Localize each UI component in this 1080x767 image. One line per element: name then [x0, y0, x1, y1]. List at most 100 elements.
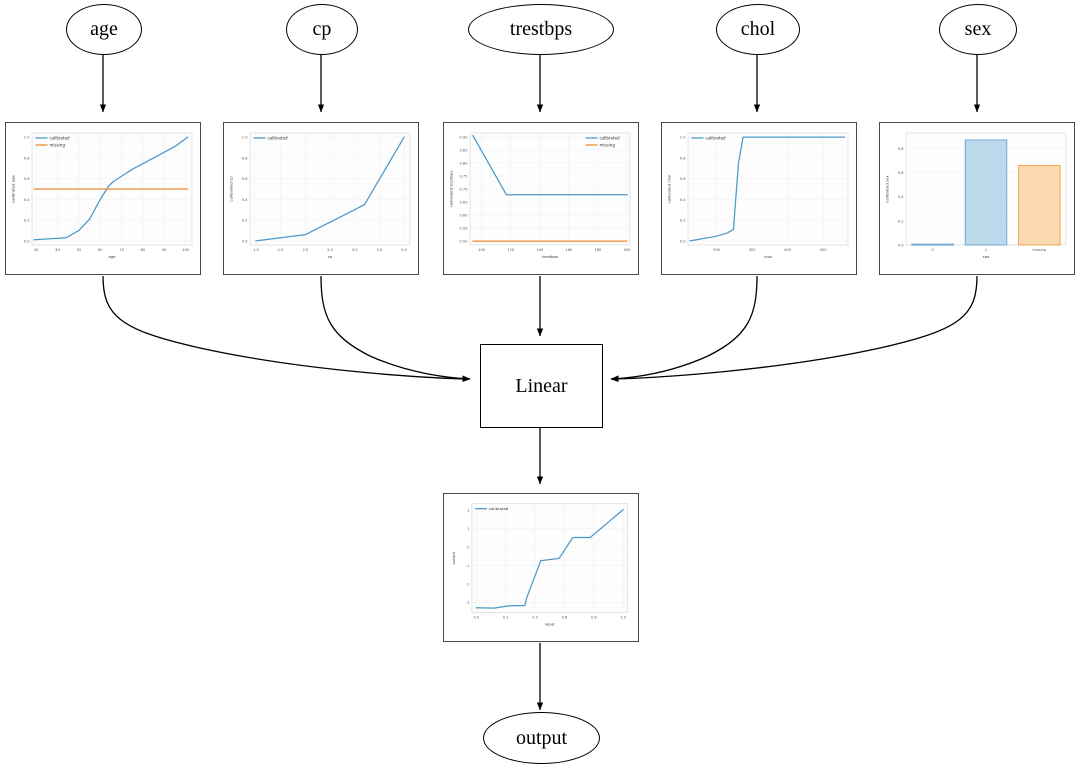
svg-text:missing: missing: [50, 143, 66, 148]
svg-text:0.6: 0.6: [24, 177, 30, 181]
node-sex[interactable]: sex: [939, 4, 1017, 55]
svg-text:-3: -3: [466, 601, 470, 605]
svg-text:1.0: 1.0: [24, 136, 30, 140]
svg-text:0.8: 0.8: [242, 156, 248, 160]
node-age[interactable]: age: [66, 4, 142, 55]
svg-text:160: 160: [565, 248, 573, 252]
svg-text:0.50: 0.50: [459, 239, 468, 243]
svg-text:180: 180: [595, 248, 603, 252]
svg-text:100: 100: [182, 248, 190, 252]
edge-cholplot-to-linear: [610, 275, 758, 382]
svg-text:0.60: 0.60: [459, 213, 468, 217]
svg-text:calibrated cp: calibrated cp: [229, 176, 234, 202]
svg-text:100: 100: [478, 248, 486, 252]
svg-text:0.6: 0.6: [242, 177, 248, 181]
svg-text:0.4: 0.4: [24, 198, 30, 202]
svg-text:0.2: 0.2: [242, 219, 248, 223]
svg-text:300: 300: [749, 248, 757, 252]
svg-text:calibrated age: calibrated age: [11, 174, 16, 203]
svg-text:missing: missing: [1032, 248, 1046, 252]
svg-text:120: 120: [507, 248, 515, 252]
svg-text:0.4: 0.4: [898, 195, 904, 199]
svg-text:0.6: 0.6: [898, 171, 904, 175]
edge-sexplot-to-linear: [610, 275, 978, 383]
edge-cpplot-to-linear: [320, 275, 471, 382]
svg-text:0.8: 0.8: [591, 616, 597, 620]
svg-text:0.8: 0.8: [680, 156, 686, 160]
node-trestbps[interactable]: trestbps: [468, 4, 614, 55]
node-chol-label: chol: [740, 18, 776, 40]
svg-text:3.5: 3.5: [377, 248, 383, 252]
svg-text:calibrated chol: calibrated chol: [667, 175, 672, 204]
svg-text:400: 400: [784, 248, 792, 252]
svg-text:calibrated: calibrated: [706, 136, 727, 141]
svg-text:age: age: [108, 254, 116, 259]
svg-text:missing: missing: [600, 143, 616, 148]
linear-node[interactable]: Linear: [480, 344, 603, 428]
svg-text:0.0: 0.0: [473, 616, 479, 620]
svg-text:trestbps: trestbps: [542, 254, 558, 259]
svg-text:0.85: 0.85: [459, 148, 467, 152]
svg-text:0.65: 0.65: [459, 200, 467, 204]
svg-text:0.90: 0.90: [459, 135, 468, 139]
svg-text:0.4: 0.4: [532, 616, 538, 620]
svg-text:0.8: 0.8: [898, 147, 904, 151]
svg-text:30: 30: [34, 248, 39, 252]
svg-text:90: 90: [162, 248, 167, 252]
node-trestbps-label: trestbps: [509, 18, 573, 40]
svg-text:0.75: 0.75: [459, 174, 467, 178]
svg-text:0.70: 0.70: [459, 187, 468, 191]
svg-text:0.4: 0.4: [680, 198, 686, 202]
svg-text:2: 2: [467, 509, 469, 513]
svg-text:calibrated: calibrated: [489, 506, 509, 511]
node-output[interactable]: output: [483, 712, 600, 764]
svg-text:0.0: 0.0: [242, 239, 248, 243]
svg-text:0.8: 0.8: [24, 156, 30, 160]
svg-text:500: 500: [820, 248, 828, 252]
svg-text:-1: -1: [466, 564, 470, 568]
edge-ageplot-to-linear: [102, 275, 471, 383]
svg-text:0.6: 0.6: [562, 616, 568, 620]
svg-text:1: 1: [467, 527, 469, 531]
svg-text:-2: -2: [466, 582, 470, 586]
svg-text:50: 50: [77, 248, 82, 252]
node-sex-label: sex: [964, 18, 992, 40]
svg-text:1: 1: [985, 248, 987, 252]
svg-text:2.5: 2.5: [327, 248, 333, 252]
svg-text:0: 0: [467, 546, 469, 550]
svg-text:0.0: 0.0: [24, 239, 30, 243]
svg-text:40: 40: [55, 248, 60, 252]
svg-text:0.0: 0.0: [898, 243, 904, 247]
node-cp[interactable]: cp: [286, 4, 358, 55]
svg-text:1.0: 1.0: [680, 136, 686, 140]
svg-text:60: 60: [98, 248, 103, 252]
svg-text:1.5: 1.5: [278, 248, 284, 252]
svg-text:1.0: 1.0: [242, 136, 248, 140]
node-age-label: age: [90, 18, 118, 40]
svg-text:4.0: 4.0: [401, 248, 407, 252]
svg-text:sex: sex: [983, 254, 990, 259]
svg-text:80: 80: [141, 248, 146, 252]
node-cp-label: cp: [312, 18, 332, 40]
svg-text:calibrated: calibrated: [268, 136, 289, 141]
svg-text:0.2: 0.2: [503, 616, 509, 620]
svg-text:200: 200: [624, 248, 632, 252]
svg-text:3.0: 3.0: [352, 248, 358, 252]
svg-text:chol: chol: [764, 254, 772, 259]
svg-text:0.80: 0.80: [459, 161, 468, 165]
node-chol[interactable]: chol: [716, 4, 800, 55]
svg-text:0.2: 0.2: [24, 219, 30, 223]
node-output-label: output: [515, 726, 568, 749]
svg-text:input: input: [545, 621, 555, 626]
svg-text:0.0: 0.0: [680, 239, 686, 243]
svg-text:0.2: 0.2: [680, 219, 686, 223]
svg-text:2.0: 2.0: [302, 248, 308, 252]
svg-text:output: output: [451, 551, 456, 564]
svg-text:cp: cp: [328, 254, 333, 259]
